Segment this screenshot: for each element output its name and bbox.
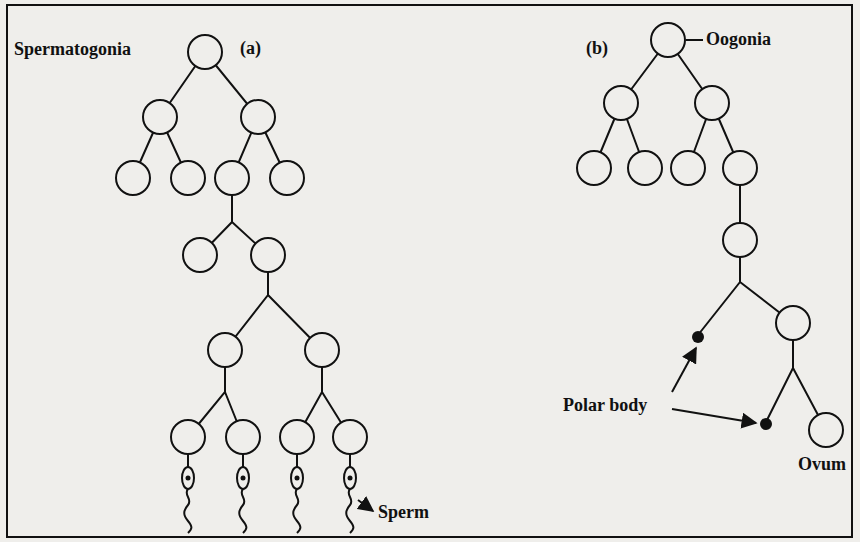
sperm-symbol bbox=[237, 467, 249, 533]
sperm-symbol bbox=[182, 467, 194, 533]
cell bbox=[171, 161, 205, 195]
cell-label: Oogonia bbox=[706, 30, 771, 50]
cell bbox=[241, 100, 275, 134]
sperm-symbol bbox=[344, 467, 356, 533]
cell bbox=[188, 35, 222, 69]
cell bbox=[171, 420, 205, 454]
cell bbox=[577, 151, 611, 185]
cell bbox=[270, 161, 304, 195]
cell-label: Spermatogonia bbox=[14, 40, 131, 60]
cell bbox=[604, 86, 638, 120]
cell bbox=[280, 420, 314, 454]
cell bbox=[226, 420, 260, 454]
lineage-line bbox=[594, 40, 826, 430]
cell bbox=[628, 151, 662, 185]
panel-label: (a) bbox=[240, 39, 261, 59]
cell bbox=[776, 306, 810, 340]
cell-label: Polar body bbox=[563, 396, 647, 416]
leader-arrow bbox=[672, 348, 696, 392]
polar-body-dot bbox=[692, 331, 704, 343]
cell bbox=[333, 420, 367, 454]
cell bbox=[183, 238, 217, 272]
lineage-lines bbox=[133, 40, 826, 467]
cell bbox=[723, 223, 757, 257]
cell bbox=[143, 100, 177, 134]
lineage-line bbox=[133, 52, 350, 467]
cell bbox=[651, 23, 685, 57]
cell bbox=[671, 151, 705, 185]
cell bbox=[809, 413, 843, 447]
polar-body-dot bbox=[760, 418, 772, 430]
frame bbox=[7, 5, 852, 537]
cell bbox=[305, 333, 339, 367]
cell bbox=[723, 151, 757, 185]
cell bbox=[695, 86, 729, 120]
sperm-cells bbox=[182, 467, 356, 533]
cells bbox=[116, 23, 843, 454]
sperm-symbol bbox=[291, 467, 303, 533]
cell bbox=[215, 161, 249, 195]
cell bbox=[251, 238, 285, 272]
cell-label: Sperm bbox=[378, 503, 429, 523]
leader-arrow bbox=[672, 409, 756, 423]
leader-arrow bbox=[358, 500, 373, 511]
cell bbox=[116, 161, 150, 195]
leader-arrows bbox=[358, 348, 756, 511]
panel-label: (b) bbox=[586, 39, 608, 59]
cell bbox=[208, 333, 242, 367]
cell-label: Ovum bbox=[798, 455, 846, 475]
